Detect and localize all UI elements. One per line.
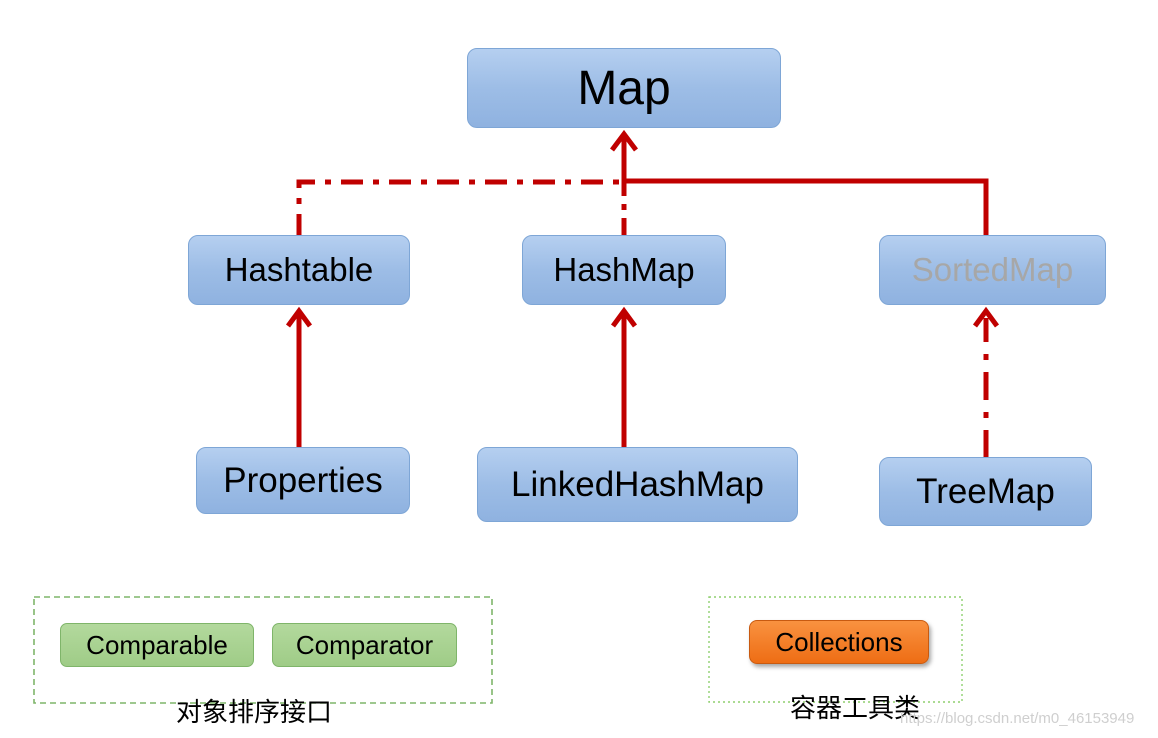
node-properties: Properties (196, 447, 410, 514)
comparator-box: Comparator (272, 623, 457, 667)
edge-sortedmap-to-map (621, 138, 989, 236)
node-treemap-label: TreeMap (916, 471, 1055, 511)
node-hashmap: HashMap (522, 235, 726, 305)
collections-label: Collections (775, 626, 903, 657)
interface-group-caption: 对象排序接口 (176, 698, 333, 728)
arrowhead-hashtable (285, 306, 313, 328)
node-linkedhashmap: LinkedHashMap (477, 447, 798, 522)
utility-group-border (708, 596, 963, 703)
collections-box: Collections (749, 620, 929, 664)
arrowhead-hashmap (610, 306, 638, 328)
node-map: Map (467, 48, 781, 128)
node-sortedmap: SortedMap (879, 235, 1106, 305)
comparable-box: Comparable (60, 623, 254, 667)
edge-hashtable-to-map (296, 179, 624, 236)
arrowhead-sortedmap (972, 306, 1000, 328)
node-map-label: Map (577, 61, 671, 115)
node-properties-label: Properties (223, 460, 383, 500)
node-hashtable-label: Hashtable (224, 251, 374, 288)
node-linkedhashmap-label: LinkedHashMap (511, 464, 764, 504)
comparator-label: Comparator (295, 629, 434, 660)
node-hashtable: Hashtable (188, 235, 410, 305)
watermark: https://blog.csdn.net/m0_46153949 (900, 710, 1135, 727)
node-sortedmap-label: SortedMap (911, 251, 1074, 288)
node-hashmap-label: HashMap (553, 251, 695, 288)
utility-group-caption: 容器工具类 (790, 694, 921, 724)
interface-group-border (33, 596, 493, 704)
arrowhead-map (610, 129, 638, 152)
comparable-label: Comparable (86, 629, 228, 660)
node-treemap: TreeMap (879, 457, 1092, 526)
